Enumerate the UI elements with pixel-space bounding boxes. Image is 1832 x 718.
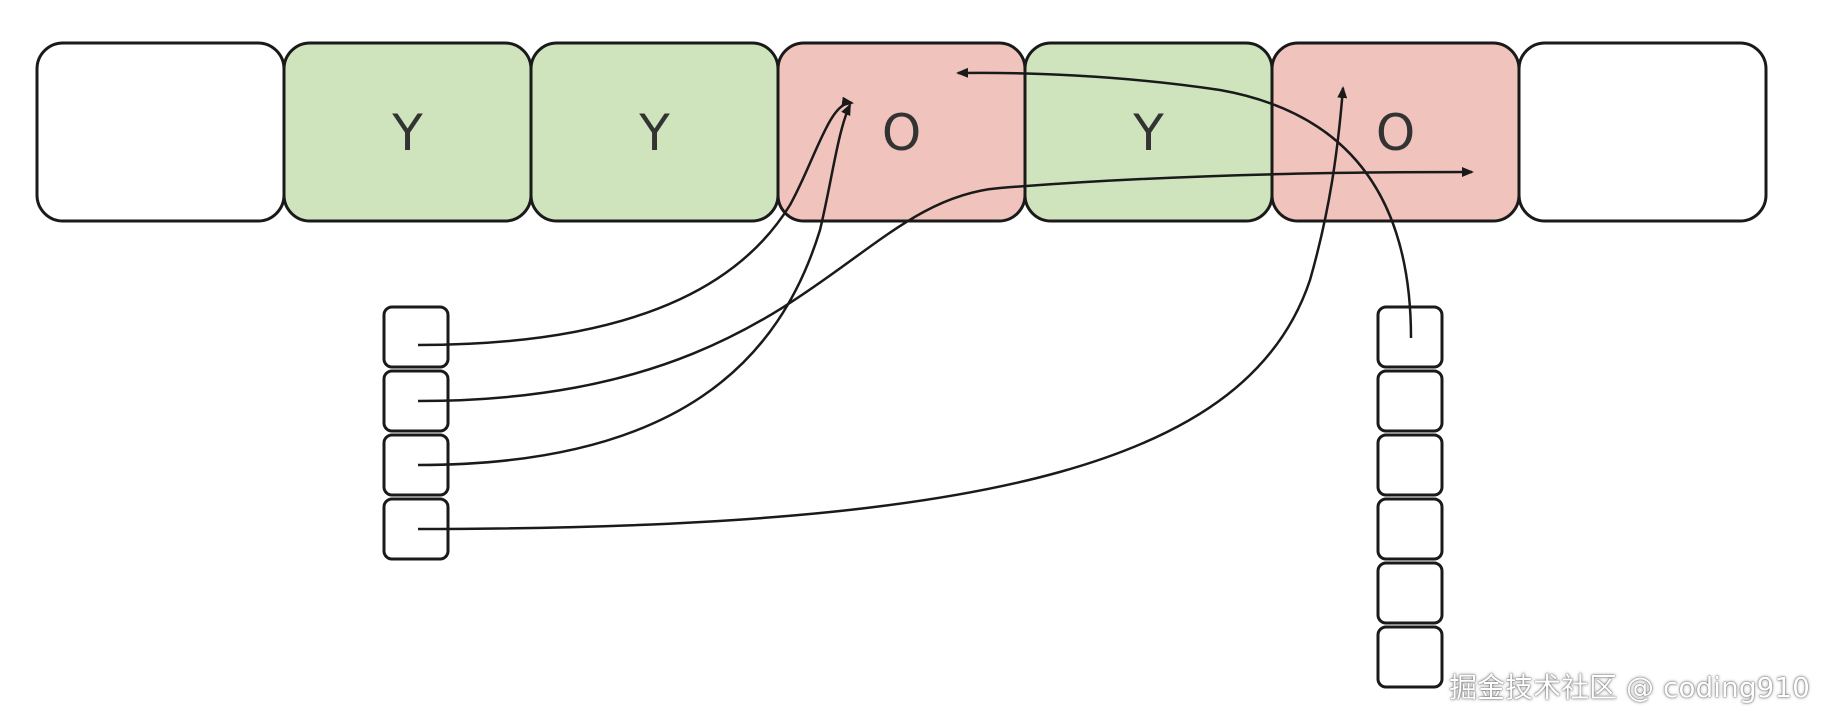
region-box bbox=[35, 41, 286, 223]
card-slot bbox=[382, 305, 450, 369]
right-card-table bbox=[1376, 305, 1444, 689]
card-slot bbox=[1376, 369, 1444, 433]
region-label: Y bbox=[1132, 104, 1164, 162]
reference-arrow bbox=[417, 86, 1348, 531]
card-slot bbox=[1376, 561, 1444, 625]
region-label: O bbox=[882, 104, 921, 162]
heap-region-empty bbox=[35, 41, 286, 223]
region-label: Y bbox=[638, 104, 670, 162]
region-label: Y bbox=[391, 104, 423, 162]
heap-region-young: Y bbox=[1023, 41, 1274, 223]
heap-region-young: Y bbox=[282, 41, 533, 223]
reference-arrow bbox=[417, 167, 1474, 403]
watermark: 掘金技术社区 @ coding910 bbox=[1449, 671, 1810, 704]
card-slot bbox=[1376, 625, 1444, 689]
reference-arrow bbox=[417, 96, 854, 347]
region-label: O bbox=[1376, 104, 1415, 162]
left-card-table bbox=[382, 305, 450, 561]
heap-region-old: O bbox=[1270, 41, 1521, 223]
reference-arrow bbox=[956, 67, 1413, 339]
reference-arrows bbox=[417, 67, 1474, 531]
card-slot bbox=[1376, 433, 1444, 497]
heap-region-empty bbox=[1517, 41, 1768, 223]
card-slot bbox=[1376, 497, 1444, 561]
heap-region-young: Y bbox=[529, 41, 780, 223]
reference-arrow bbox=[417, 103, 852, 467]
heap-region-old: O bbox=[776, 41, 1027, 223]
region-box bbox=[1517, 41, 1768, 223]
